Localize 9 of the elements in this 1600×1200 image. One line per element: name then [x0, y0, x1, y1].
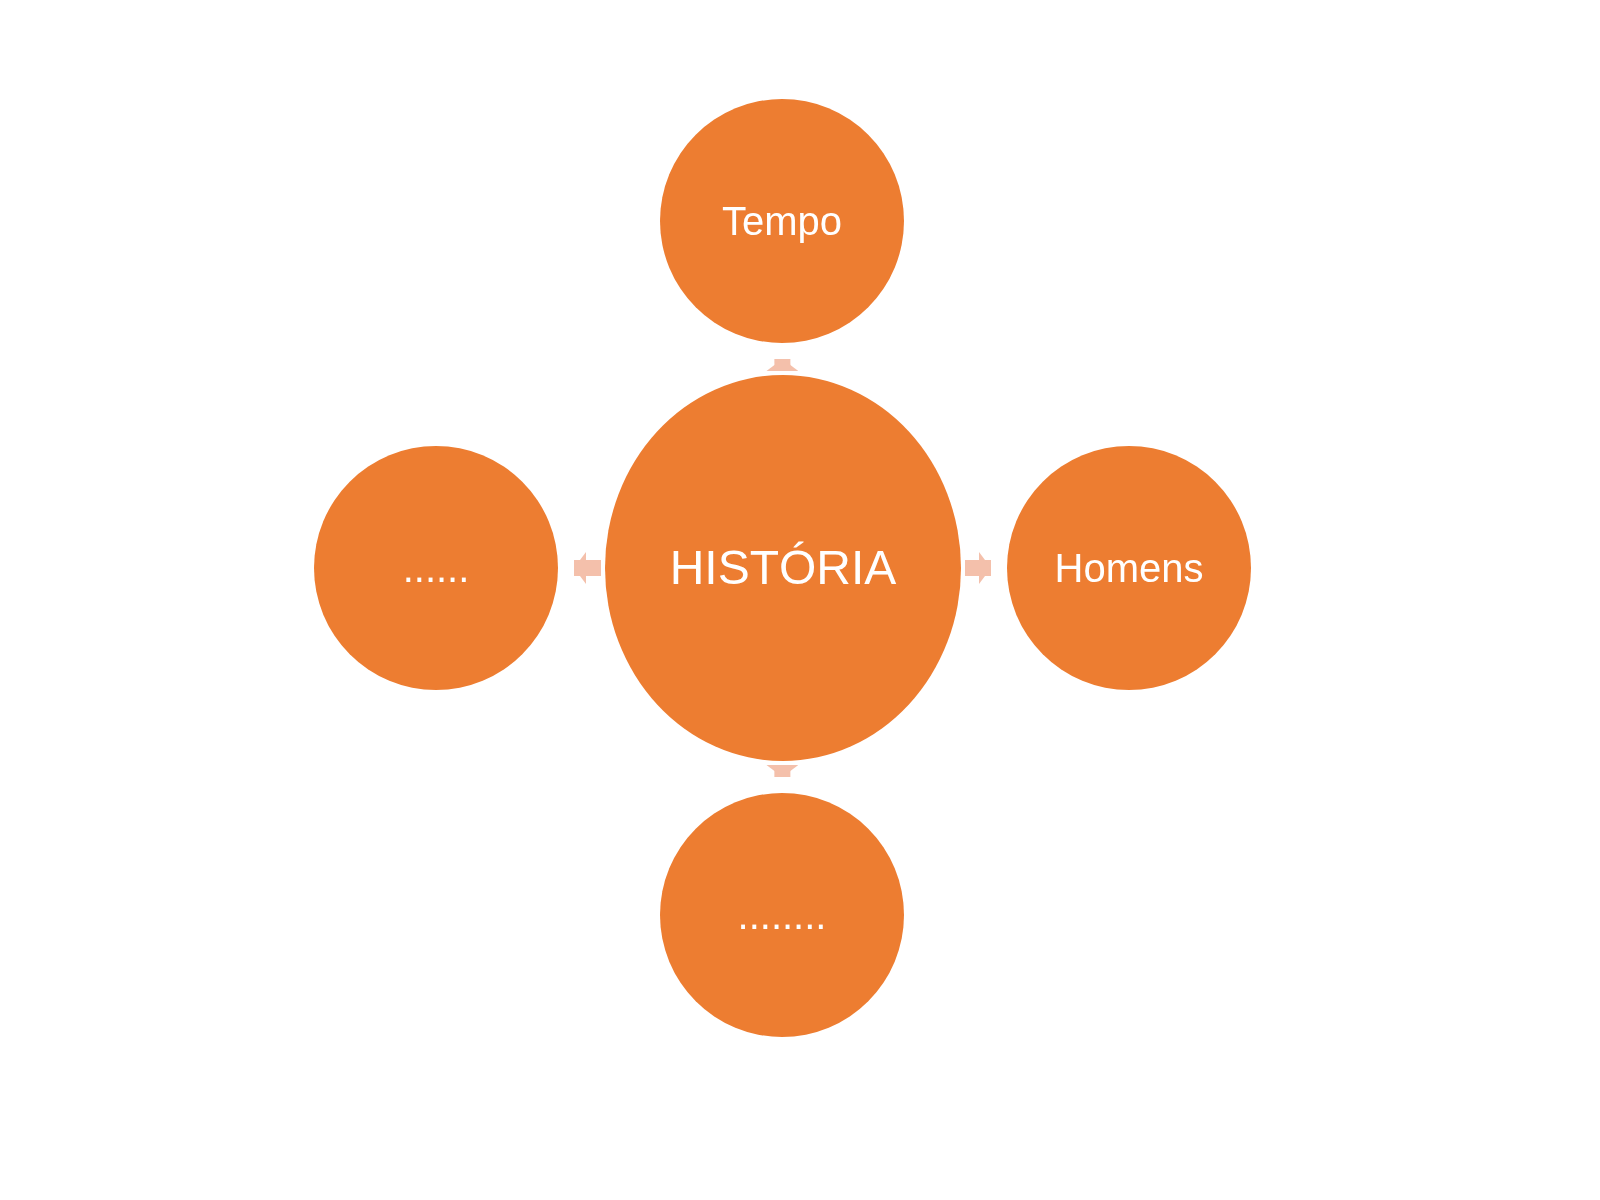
- node-label: ......: [402, 545, 470, 592]
- block-arrow: [574, 552, 601, 584]
- node-label: HISTÓRIA: [669, 540, 897, 596]
- block-arrow: [766, 359, 799, 372]
- block-arrow: [965, 552, 991, 584]
- node-label: ........: [737, 892, 827, 939]
- node-label: Tempo: [721, 198, 843, 245]
- block-arrow: [766, 764, 799, 777]
- node-label: Homens: [1054, 545, 1204, 592]
